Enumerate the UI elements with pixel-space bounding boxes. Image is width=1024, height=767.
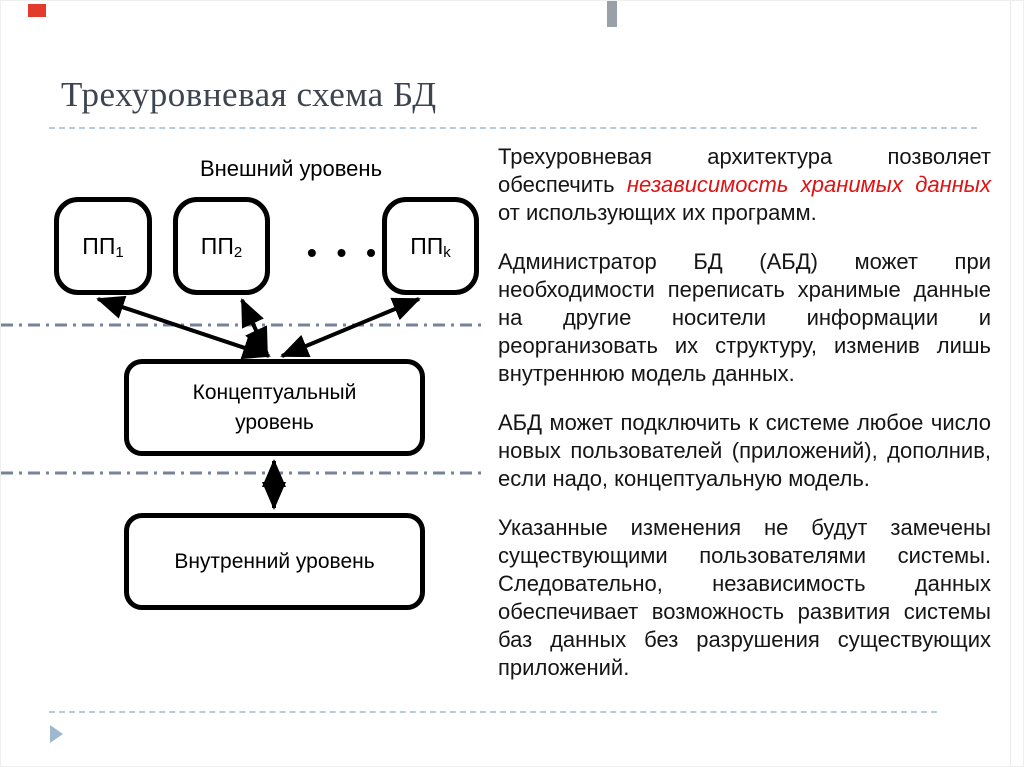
pp1-label: ПП bbox=[82, 232, 116, 259]
paragraph: Указанные изменения не будут замечены су… bbox=[498, 514, 991, 682]
red-indicator bbox=[28, 4, 46, 17]
arrow-ppk-conceptual bbox=[280, 297, 421, 358]
page-title: Трехуровневая схема БД bbox=[61, 75, 437, 114]
conceptual-level-box: Концептуальный уровень bbox=[124, 359, 425, 456]
internal-level-label: Внутренний уровень bbox=[174, 549, 375, 573]
body-text: Трехуровневая архитектура позволяет обес… bbox=[498, 144, 991, 197]
triangle-marker-icon bbox=[50, 725, 63, 743]
body-text: Указанные изменения не будут замечены су… bbox=[498, 515, 991, 680]
pp2-label: ПП bbox=[200, 232, 234, 259]
arrow-pp1-conceptual bbox=[96, 295, 271, 360]
conceptual-level-label-line2: уровень bbox=[235, 410, 314, 434]
text-column: Трехуровневая архитектура позволяет обес… bbox=[498, 143, 991, 703]
internal-level-box: Внутренний уровень bbox=[124, 513, 425, 610]
ellipsis-dots: • • • bbox=[307, 237, 382, 268]
pp1-subscript: 1 bbox=[115, 243, 124, 261]
body-text: АБД может подключить к системе любое чис… bbox=[498, 410, 991, 491]
bottom-divider bbox=[49, 711, 937, 713]
conceptual-level-label-line1: Концептуальный bbox=[192, 380, 357, 404]
ppk-label: ПП bbox=[410, 232, 444, 259]
gray-indicator bbox=[607, 1, 617, 27]
paragraph: Администратор БД (АБД) может при необход… bbox=[498, 248, 991, 388]
pp2-subscript: 2 bbox=[233, 243, 243, 261]
body-text: Администратор БД (АБД) может при необход… bbox=[498, 249, 991, 386]
paragraph: АБД может подключить к системе любое чис… bbox=[498, 409, 991, 493]
paragraph: Трехуровневая архитектура позволяет обес… bbox=[498, 143, 991, 227]
ppk-subscript: k bbox=[443, 243, 451, 261]
external-level-label: Внешний уровень bbox=[199, 156, 383, 181]
body-text: от использующих их программ. bbox=[498, 200, 817, 225]
right-edge-line bbox=[1010, 1, 1011, 766]
arrow-pp2-conceptual bbox=[240, 298, 269, 356]
emphasized-text: независимость хранимых данных bbox=[626, 172, 991, 197]
title-divider bbox=[49, 127, 977, 129]
